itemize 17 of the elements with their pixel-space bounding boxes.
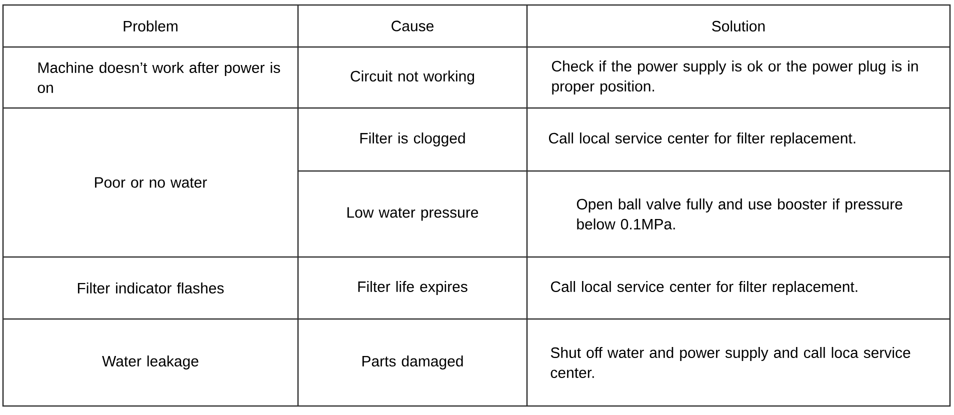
header-text: Cause bbox=[392, 20, 434, 32]
solution-text: Open ball valve fully and use booster if pressure below 0.1MPa. bbox=[576, 198, 902, 230]
problem-text: Filter indicator flashes bbox=[78, 282, 224, 294]
problem-text: Machine doesn’t work after power is on bbox=[38, 62, 280, 93]
header-text: Solution bbox=[712, 20, 765, 32]
cause-text: Circuit not working bbox=[350, 70, 474, 84]
solution-text: Call local service center for filter replacement. bbox=[550, 281, 858, 295]
solution-text: Shut off water and power supply and call loca service center. bbox=[550, 346, 910, 378]
solution-text: Check if the power supply is ok or the power plug is in proper position. bbox=[552, 60, 918, 94]
cause-text: Low water pressure bbox=[347, 207, 478, 221]
header-text: Problem bbox=[124, 20, 178, 32]
cause-text: Filter is clogged bbox=[360, 132, 465, 146]
cause-text: Parts damaged bbox=[362, 356, 463, 370]
problem-text: Poor or no water bbox=[95, 177, 207, 188]
problem-text: Water leakage bbox=[102, 356, 198, 370]
solution-text: Call local service center for filter replacement. bbox=[548, 132, 856, 146]
cause-text: Filter life expires bbox=[358, 281, 468, 295]
